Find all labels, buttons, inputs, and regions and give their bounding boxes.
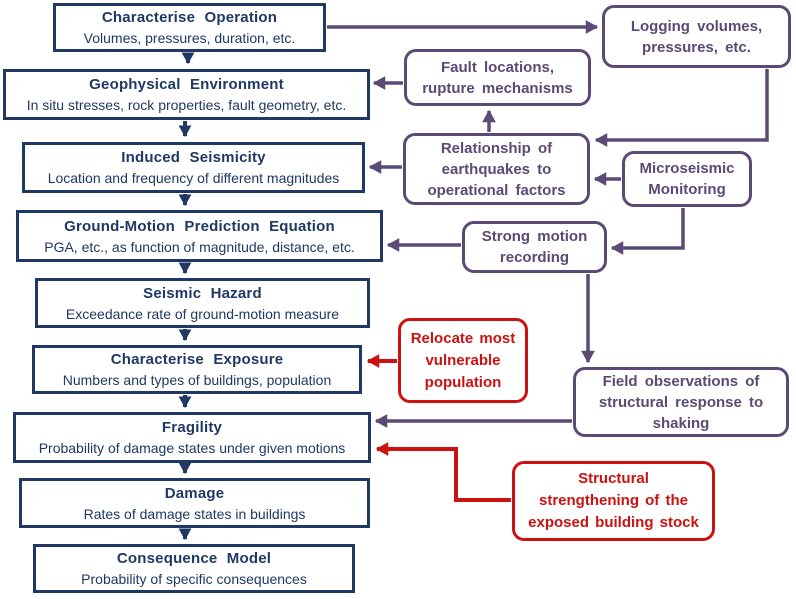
arrow-logging-to-relationship [594, 69, 769, 147]
node-label: Microseismic Monitoring [639, 160, 735, 198]
node-characterise-operation: Characterise Operation Volumes, pressure… [53, 3, 326, 52]
node-characterise-exposure: Characterise Exposure Numbers and types … [32, 345, 362, 394]
chain-arrows [178, 52, 195, 541]
node-title: Fragility [161, 419, 223, 436]
node-title: Geophysical Environment [89, 76, 284, 93]
node-strong-motion-recording: Strong motion recording [462, 221, 607, 273]
node-label: Field observations of structural respons… [598, 372, 764, 432]
node-title: Consequence Model [116, 550, 272, 567]
node-subtitle: Location and frequency of different magn… [47, 170, 340, 186]
arrow-microseismic-to-strongmotion [610, 208, 685, 255]
node-subtitle: Volumes, pressures, duration, etc. [83, 30, 296, 46]
node-subtitle: Probability of damage states under given… [38, 440, 346, 456]
node-ground-motion-prediction-equation: Ground-Motion Prediction Equation PGA, e… [16, 210, 383, 262]
node-fragility: Fragility Probability of damage states u… [13, 412, 371, 463]
node-title: Characterise Exposure [110, 351, 284, 368]
node-label: Logging volumes, pressures, etc. [630, 17, 763, 56]
node-label: Fault locations, rupture mechanisms [422, 58, 573, 97]
node-fault-locations: Fault locations, rupture mechanisms [404, 49, 591, 106]
node-consequence-model: Consequence Model Probability of specifi… [33, 544, 355, 593]
node-title: Seismic Hazard [143, 284, 262, 302]
node-subtitle: PGA, etc., as function of magnitude, dis… [44, 238, 355, 255]
node-subtitle: Probability of specific consequences [81, 571, 307, 587]
node-damage: Damage Rates of damage states in buildin… [19, 478, 370, 528]
node-label: Structural strengthening of the exposed … [528, 470, 699, 531]
node-label: Relocate most vulnerable population [410, 329, 516, 391]
node-logging-volumes: Logging volumes, pressures, etc. [602, 5, 791, 68]
node-structural-strengthening: Structural strengthening of the exposed … [512, 461, 715, 541]
node-microseismic-monitoring: Microseismic Monitoring [622, 151, 752, 207]
node-subtitle: Numbers and types of buildings, populati… [62, 372, 332, 388]
mitigation-arrows [366, 354, 511, 502]
node-field-observations: Field observations of structural respons… [573, 367, 789, 437]
node-subtitle: In situ stresses, rock properties, fault… [26, 97, 347, 113]
node-title: Ground-Motion Prediction Equation [64, 217, 335, 235]
node-seismic-hazard: Seismic Hazard Exceedance rate of ground… [35, 278, 370, 328]
node-relationship-earthquakes-operational: Relationship of earthquakes to operation… [403, 133, 590, 205]
node-relocate-population: Relocate most vulnerable population [398, 318, 528, 403]
arrow-strengthen-to-fragility [375, 442, 511, 502]
node-title: Damage [164, 484, 225, 502]
node-induced-seismicity: Induced Seismicity Location and frequenc… [22, 142, 365, 193]
node-title: Characterise Operation [101, 9, 278, 26]
monitoring-arrows [327, 20, 769, 428]
node-subtitle: Exceedance rate of ground-motion measure [65, 305, 340, 322]
node-subtitle: Rates of damage states in buildings [83, 505, 306, 522]
node-label: Strong motion recording [481, 228, 588, 266]
node-geophysical-environment: Geophysical Environment In situ stresses… [3, 69, 370, 120]
node-label: Relationship of earthquakes to operation… [427, 139, 566, 199]
node-title: Induced Seismicity [121, 149, 266, 166]
